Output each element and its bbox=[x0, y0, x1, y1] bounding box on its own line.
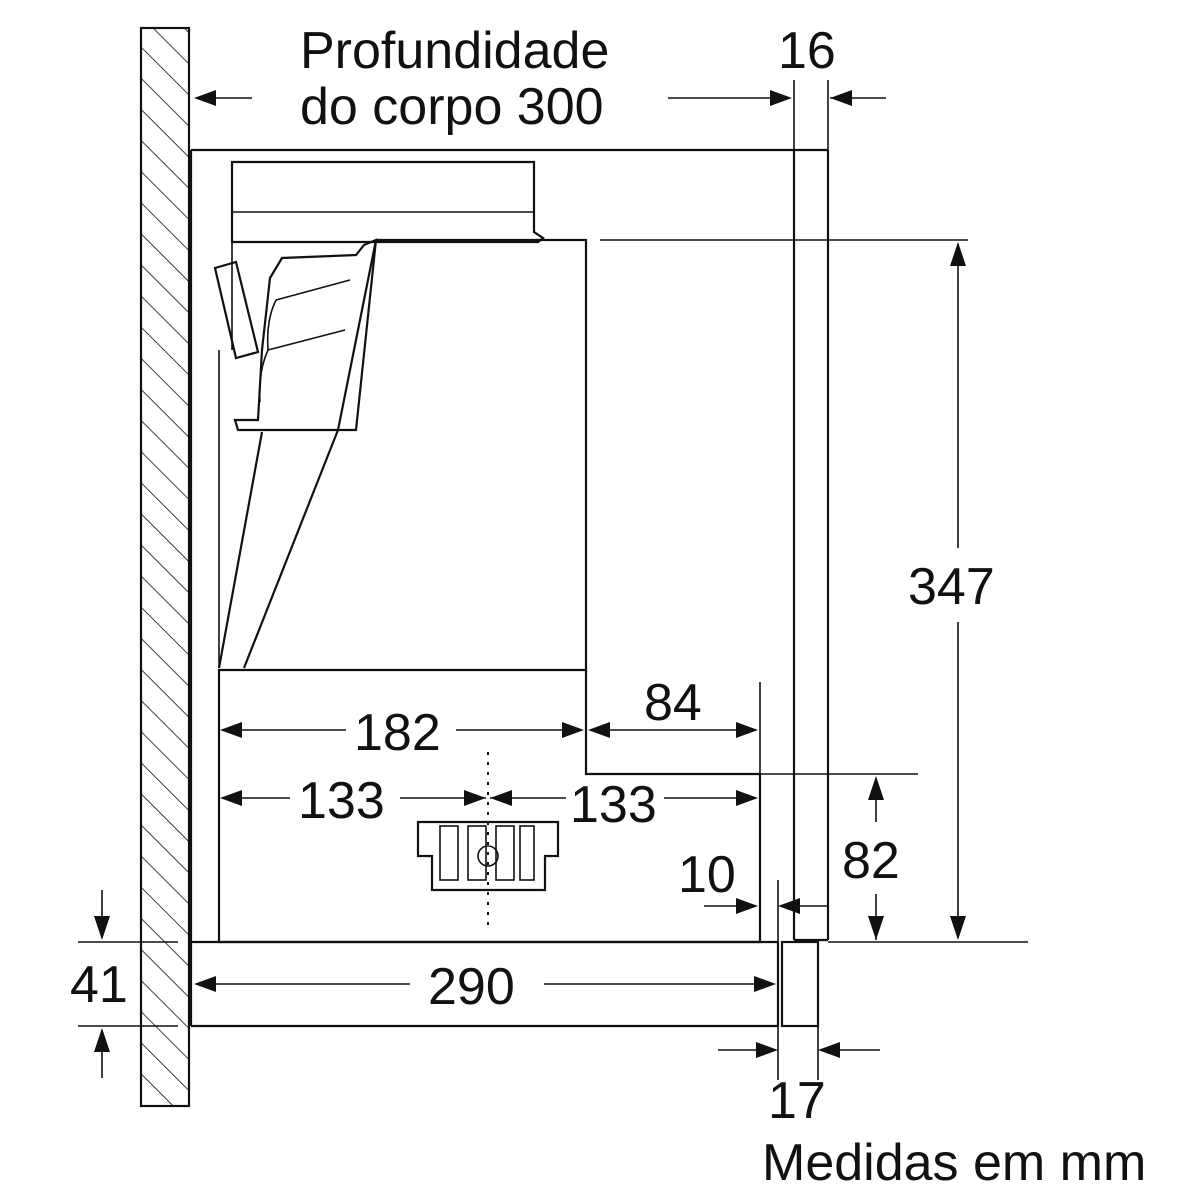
dim-label-10: 10 bbox=[678, 846, 736, 904]
dim-label-16: 16 bbox=[778, 22, 836, 80]
title-line-2: do corpo 300 bbox=[300, 78, 604, 136]
dim-label-84: 84 bbox=[644, 674, 702, 732]
hood-unit bbox=[213, 160, 762, 944]
dim-label-290: 290 bbox=[428, 958, 515, 1016]
extension-lines bbox=[78, 80, 1028, 1080]
dim-label-82: 82 bbox=[842, 832, 900, 890]
dim-label-133-left: 133 bbox=[298, 772, 385, 830]
dim-label-17: 17 bbox=[768, 1072, 826, 1130]
dim-label-41: 41 bbox=[70, 956, 128, 1014]
title-line-1: Profundidade bbox=[300, 22, 609, 80]
motor-icon bbox=[416, 820, 560, 892]
dim-label-182: 182 bbox=[354, 704, 441, 762]
wall bbox=[139, 26, 191, 1108]
dim-label-133-right: 133 bbox=[570, 776, 657, 834]
dim-label-347: 347 bbox=[908, 558, 995, 616]
dimension-arrows bbox=[94, 90, 966, 1078]
units-footer: Medidas em mm bbox=[762, 1134, 1146, 1192]
